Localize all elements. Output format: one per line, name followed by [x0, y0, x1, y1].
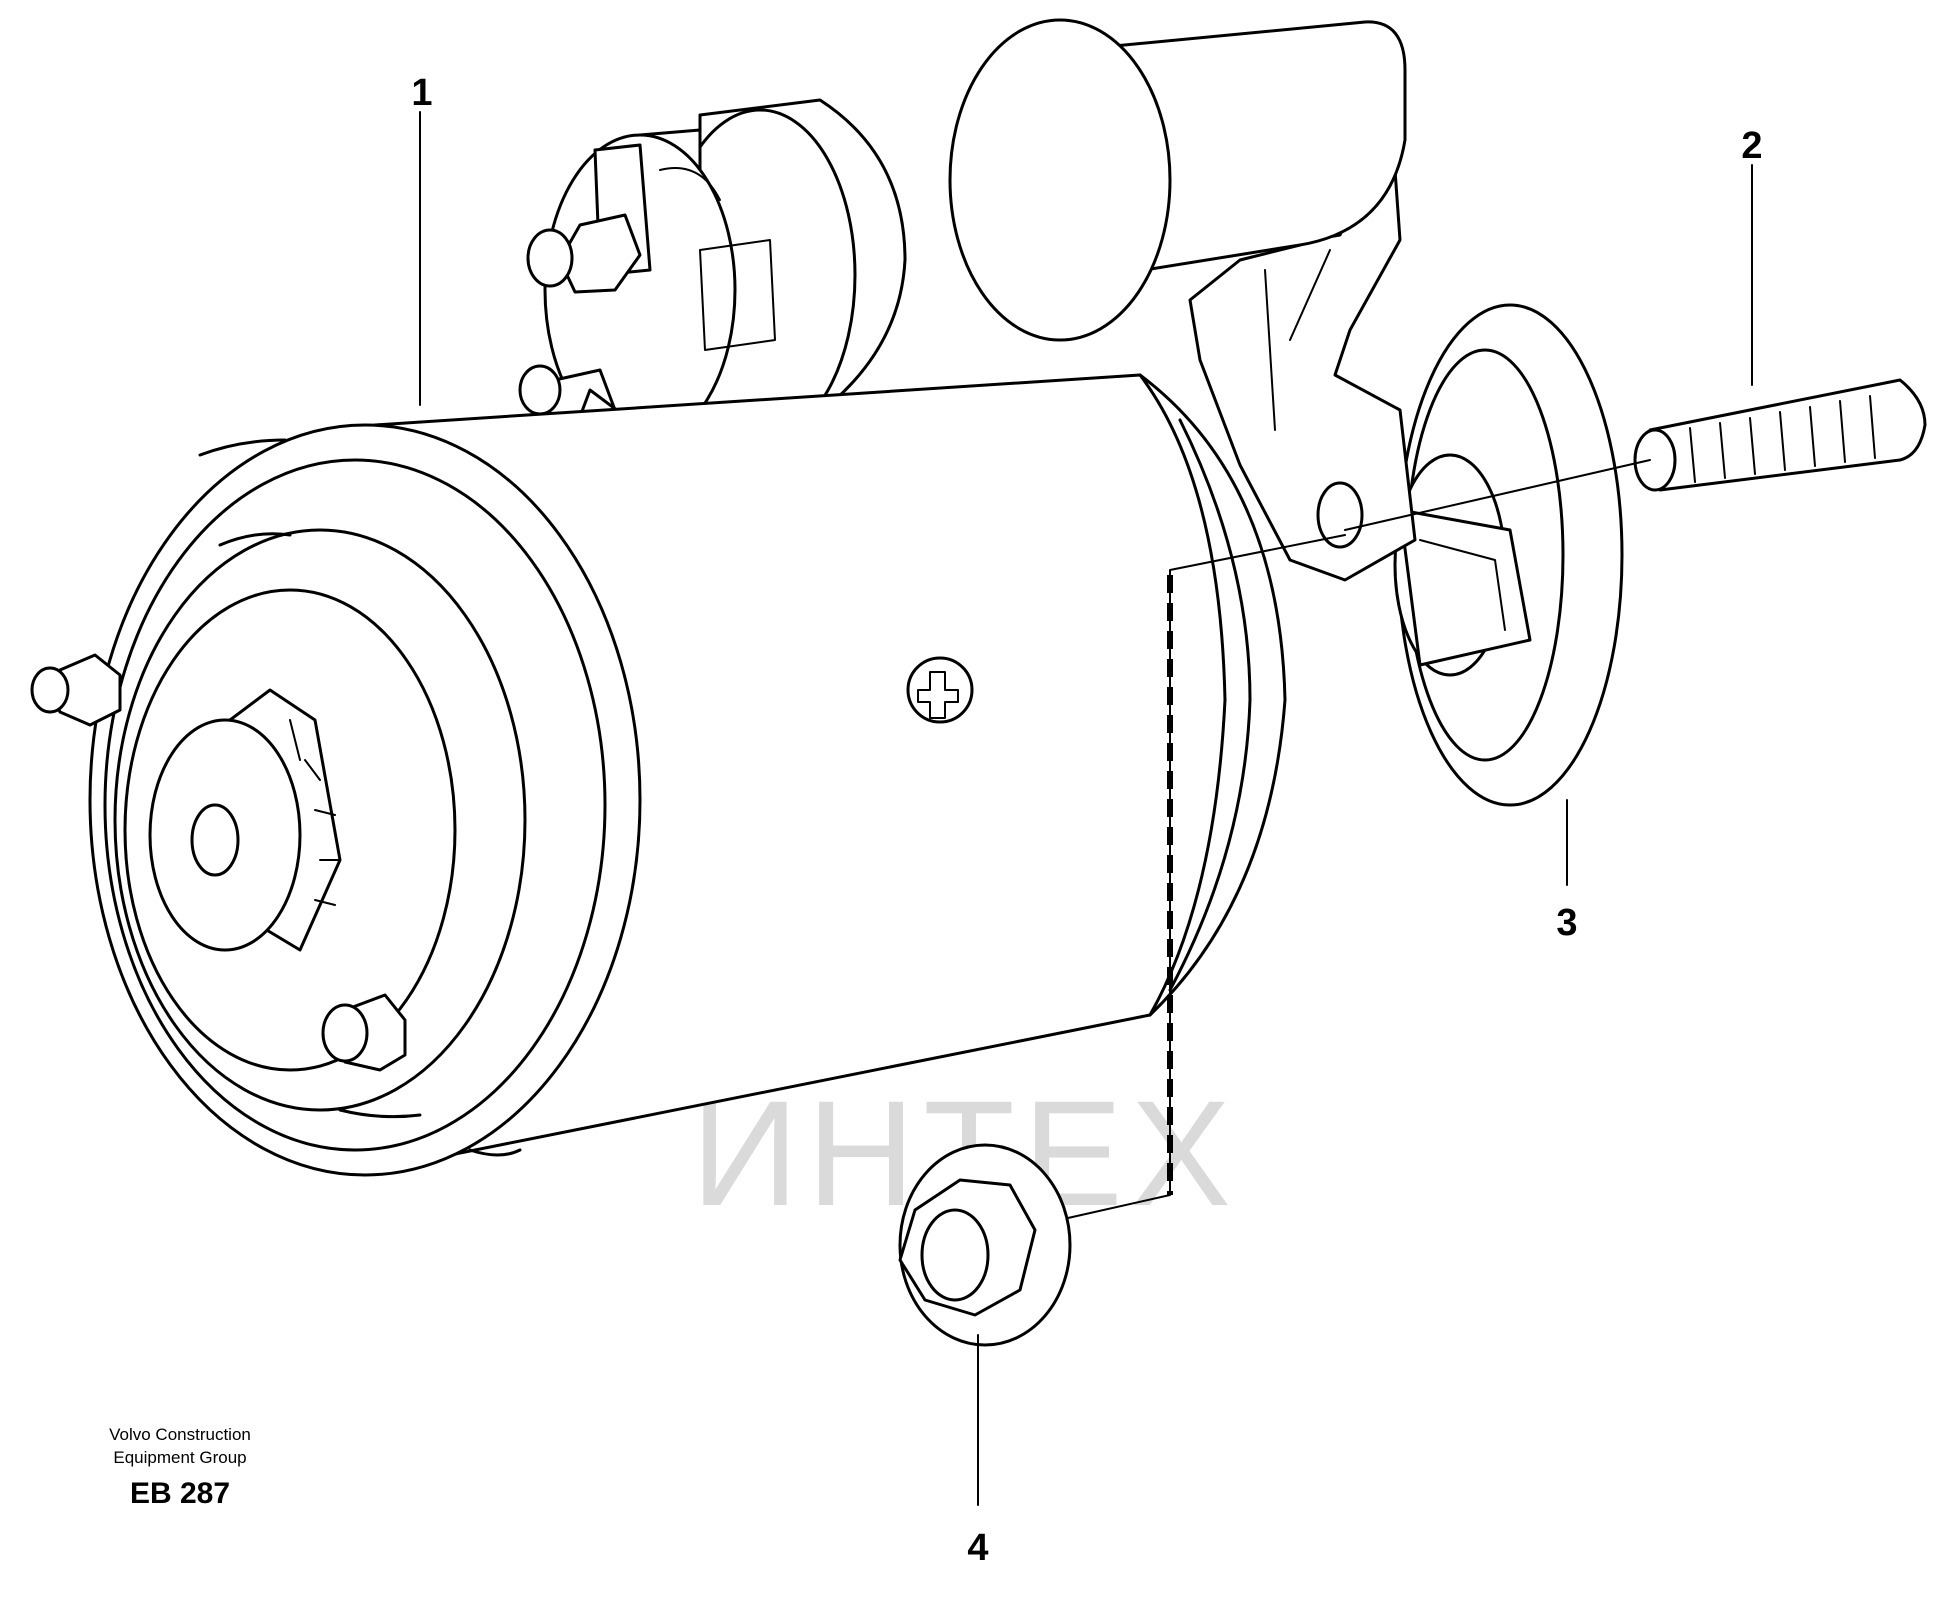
end-cover-fasteners — [30, 653, 407, 1072]
drive-end-housing — [1393, 303, 1624, 807]
flange-nut — [898, 1143, 1072, 1347]
end-cover — [88, 423, 642, 1177]
callout-4: 4 — [967, 1527, 988, 1569]
leader-lines — [419, 111, 1753, 1506]
footer-line-1: Volvo Construction — [109, 1425, 251, 1444]
callout-2: 2 — [1741, 125, 1762, 167]
footer-line-2: Equipment Group — [113, 1448, 246, 1467]
callout-1: 1 — [411, 72, 432, 114]
callout-3: 3 — [1556, 902, 1577, 944]
stud — [1633, 378, 1927, 492]
solenoid — [543, 18, 1407, 447]
drawing-code: EB 287 — [130, 1477, 230, 1510]
bearing-boss — [148, 688, 342, 952]
